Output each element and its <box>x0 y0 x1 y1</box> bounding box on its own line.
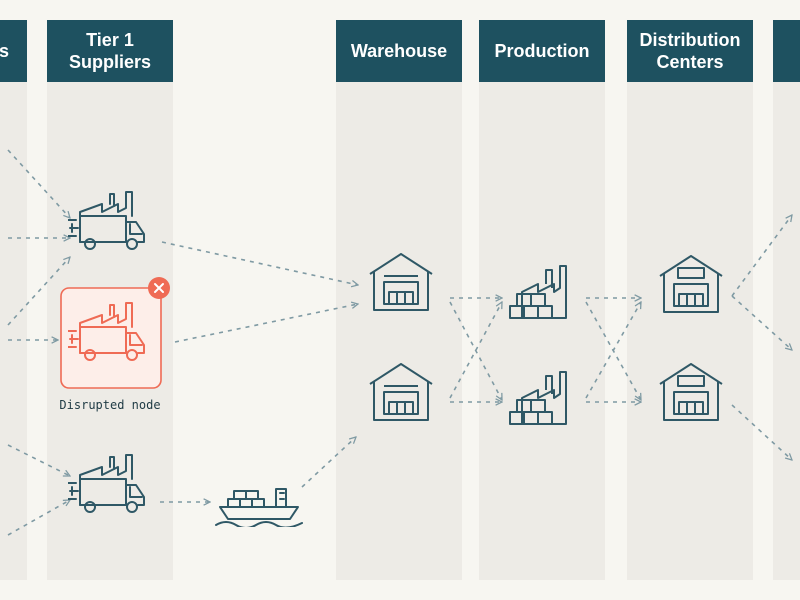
arrow-dc-1-to-next-a <box>731 215 792 297</box>
column-header-tier1: Tier 1 Suppliers <box>47 20 173 82</box>
factory-boxes-icon <box>509 265 567 319</box>
arrow-supplier-2-to-warehouse-1 <box>174 304 358 343</box>
factory-truck-icon <box>68 191 145 250</box>
cargo-ship-icon <box>215 488 303 527</box>
column-bg-distribution <box>627 20 753 580</box>
arrow-warehouse-2-to-production-1 <box>449 302 503 399</box>
flow-arrows <box>7 149 792 536</box>
warehouse-icon <box>369 363 433 421</box>
disrupted-node[interactable] <box>60 277 170 389</box>
arrow-tier2-to-supplier-3b <box>7 500 70 536</box>
distribution-center-icon <box>659 255 723 313</box>
column-header-distribution: Distribution Centers <box>627 20 753 82</box>
arrow-tier2-to-supplier-3a <box>7 444 70 477</box>
arrow-dc-1-to-next-b <box>731 295 792 350</box>
arrow-warehouse-1-to-production-2 <box>449 301 503 400</box>
arrow-production-2-to-dc-1 <box>585 302 641 399</box>
column-bg-next <box>773 20 800 580</box>
arrow-supplier-1-to-warehouse-1 <box>161 241 358 285</box>
arrow-ship-to-warehouse-2 <box>301 437 356 488</box>
column-header-next <box>773 20 800 82</box>
factory-boxes-icon <box>509 371 567 425</box>
arrow-tier2-to-supplier-1a <box>7 149 70 218</box>
column-header-tier2: s <box>0 20 27 82</box>
warehouse-icon <box>369 253 433 311</box>
arrow-tier2-to-supplier-1c <box>7 257 70 326</box>
column-bg-warehouse <box>336 20 462 580</box>
distribution-center-icon <box>659 363 723 421</box>
column-bg-tier2 <box>0 20 27 580</box>
column-header-production: Production <box>479 20 605 82</box>
close-icon[interactable] <box>148 277 170 299</box>
factory-truck-icon <box>68 454 145 513</box>
disrupted-node-label: Disrupted node <box>59 398 161 412</box>
arrow-dc-2-to-next <box>731 404 792 460</box>
column-header-warehouse: Warehouse <box>336 20 462 82</box>
